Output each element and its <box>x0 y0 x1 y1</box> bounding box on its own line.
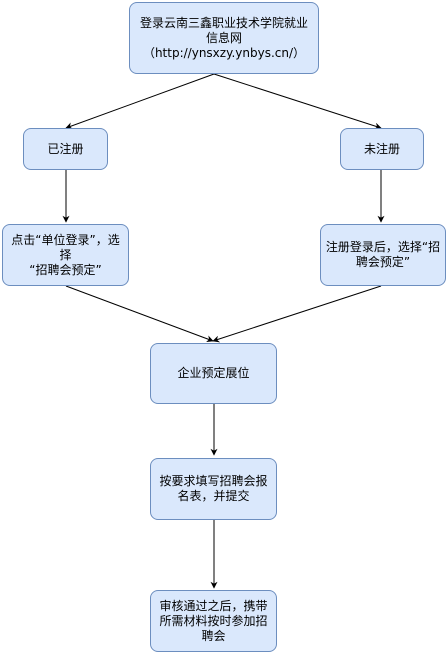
login-website-node: 登录云南三鑫职业技术学院就业 信息网 （http://ynsxzy.ynbys.… <box>129 2 319 74</box>
registered-node: 已注册 <box>23 128 108 170</box>
register-login-node: 注册登录后，选择“招 聘会预定” <box>320 224 446 286</box>
unregistered-node: 未注册 <box>340 128 424 170</box>
reserve-booth-node: 企业预定展位 <box>150 343 277 404</box>
register-login-text: 注册登录后，选择“招 聘会预定” <box>325 240 441 269</box>
registered-text: 已注册 <box>47 141 84 156</box>
unregistered-text: 未注册 <box>363 141 400 156</box>
unit-login-node: 点击“单位登录”，选择 “招聘会预定” <box>2 224 129 286</box>
attend-fair-node: 审核通过之后，携带 所需材料按时参加招 聘会 <box>150 590 277 652</box>
fill-form-node: 按要求填写招聘会报 名表，并提交 <box>150 458 277 520</box>
arrow-register-login-to-reserve <box>212 285 382 343</box>
reserve-booth-text: 企业预定展位 <box>177 366 250 380</box>
attend-fair-text: 审核通过之后，携带 所需材料按时参加招 聘会 <box>159 598 268 643</box>
arrow-login-to-unregistered <box>213 73 382 130</box>
arrow-login-to-registered <box>65 73 215 130</box>
login-website-text: 登录云南三鑫职业技术学院就业 信息网 （http://ynsxzy.ynbys.… <box>139 15 308 60</box>
unit-login-text: 点击“单位登录”，选择 “招聘会预定” <box>11 232 120 277</box>
arrow-unit-login-to-reserve <box>65 285 214 343</box>
fill-form-text: 按要求填写招聘会报 名表，并提交 <box>159 474 268 503</box>
